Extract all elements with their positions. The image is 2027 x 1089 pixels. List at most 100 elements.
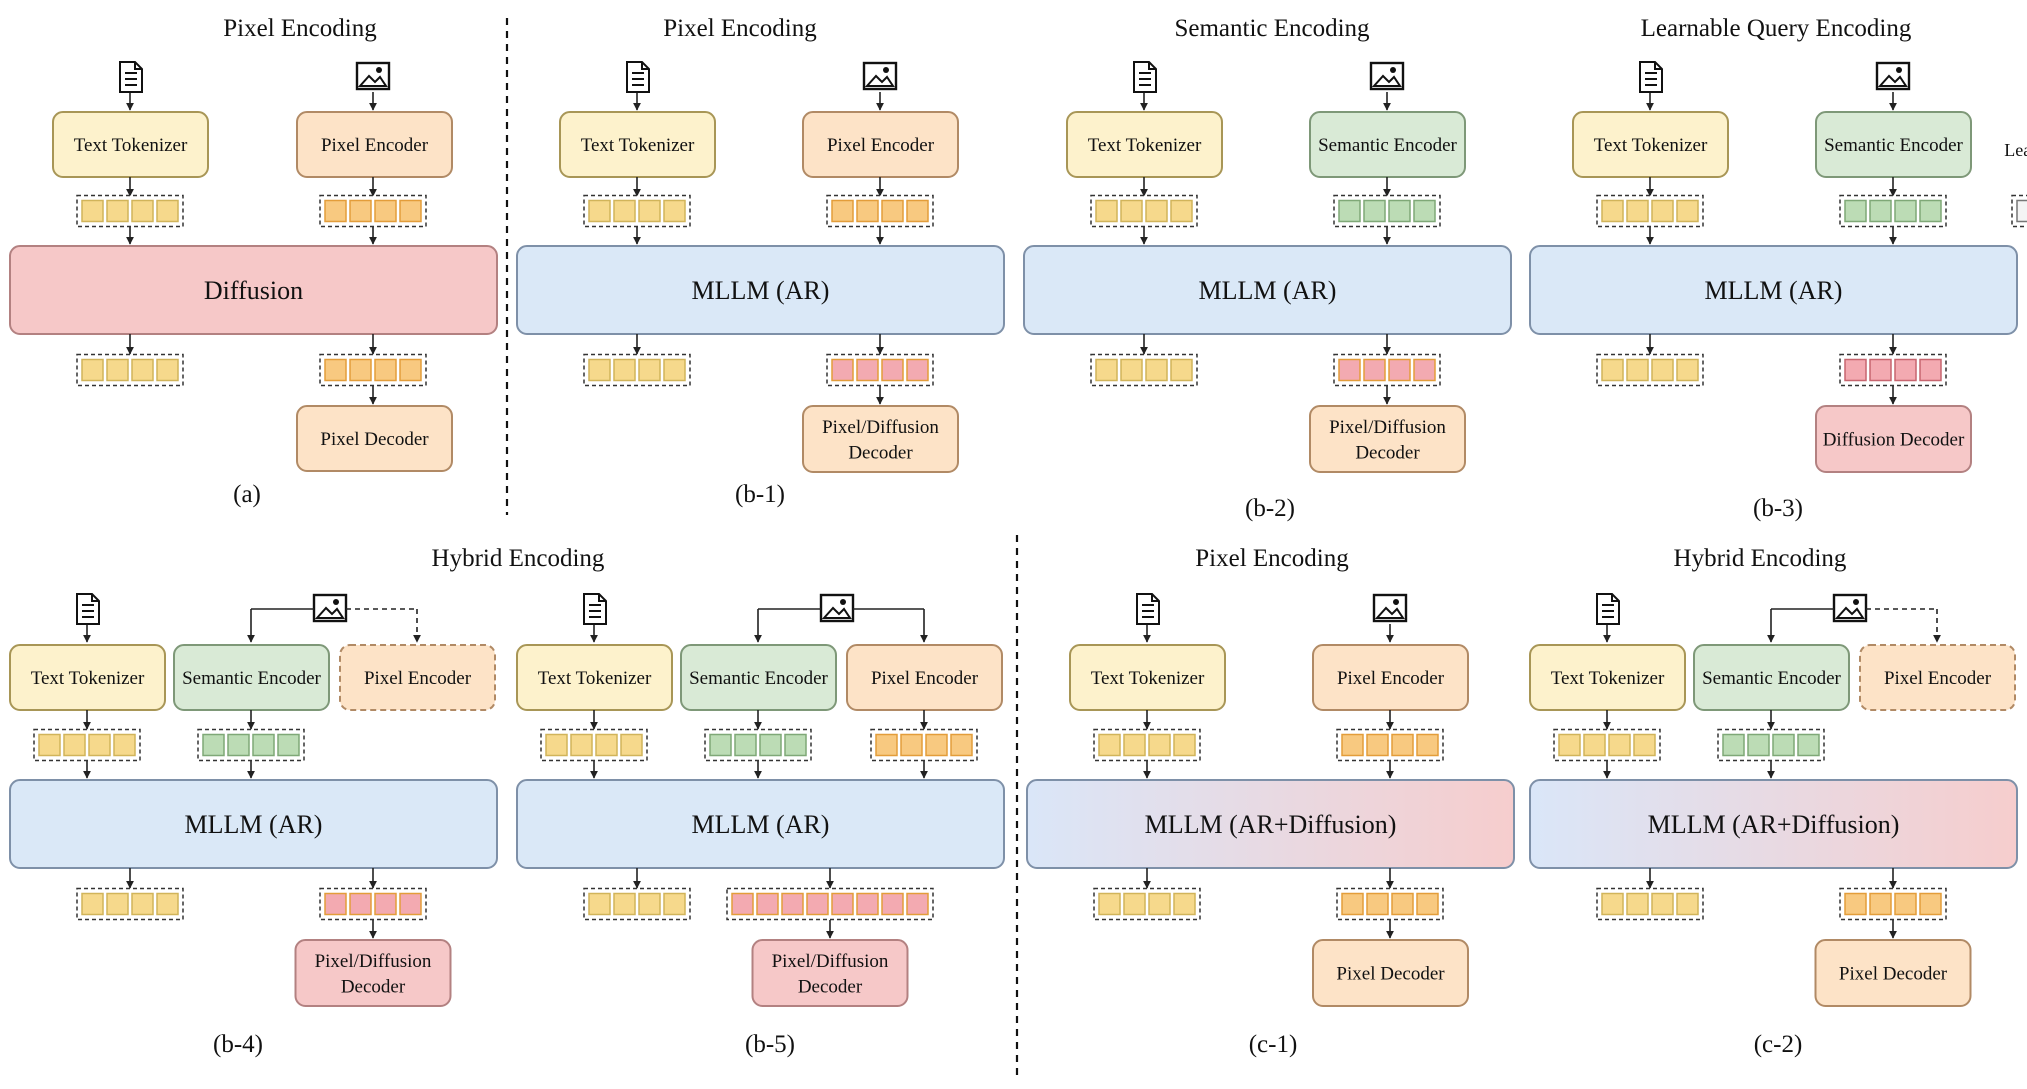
- image-output-tokens-token: [806, 892, 829, 916]
- text-output-tokens: [1596, 353, 1704, 387]
- decoder-block-label: Decoder: [341, 976, 406, 997]
- image-output-tokens-token: [1388, 358, 1411, 382]
- image-output-tokens-token: [831, 358, 854, 382]
- mllm-block-label: MLLM (AR): [692, 276, 830, 305]
- pixel-tokens-token: [950, 733, 973, 757]
- semantic-encoder: Semantic Encoder: [1815, 111, 1972, 178]
- document-icon: [1596, 593, 1620, 625]
- pixel-decoder-shape: [296, 405, 453, 472]
- text-tokens: [1553, 728, 1661, 762]
- decoder-block: Diffusion Decoder: [1815, 405, 1972, 473]
- decoder-block-shape: [802, 405, 959, 473]
- text-tokenizer: Text Tokenizer: [1066, 111, 1223, 178]
- text-tokens-token: [620, 733, 643, 757]
- image-output-tokens-token: [1894, 358, 1917, 382]
- image-output-tokens-token: [881, 892, 904, 916]
- document-icon: [583, 593, 607, 625]
- semantic-tokens-token: [734, 733, 757, 757]
- decoder-block-label: Decoder: [798, 976, 863, 997]
- pixel-encoder-label: Pixel Encoder: [321, 135, 429, 156]
- pixel-output-tokens-token: [1391, 892, 1414, 916]
- mllm-block-label: MLLM (AR): [185, 810, 323, 839]
- image-output-tokens-token: [906, 892, 929, 916]
- text-output-tokens-token: [613, 358, 636, 382]
- text-output-tokens-token: [638, 358, 661, 382]
- image-icon: [355, 61, 391, 91]
- title-c1: Pixel Encoding: [1195, 545, 1349, 572]
- image-output-tokens-token: [1844, 358, 1867, 382]
- caption-b1: (b-1): [735, 481, 785, 508]
- decoder-block-label: Pixel Decoder: [1839, 964, 1948, 985]
- semantic-encoder-label: Semantic Encoder: [1824, 135, 1963, 156]
- text-tokens-token: [663, 199, 686, 223]
- image-tokens-token: [1363, 199, 1386, 223]
- text-output-tokens-token: [1170, 358, 1193, 382]
- text-output-tokens-token: [1601, 892, 1624, 916]
- pixel-encoder: Pixel Encoder: [1312, 644, 1469, 711]
- mllm-block: MLLM (AR): [1529, 245, 2018, 335]
- image-icon: [862, 61, 898, 91]
- pixel-tokens: [319, 194, 427, 228]
- pixel-output-tokens-token: [1416, 892, 1439, 916]
- caption-b5: (b-5): [745, 1031, 795, 1058]
- text-tokenizer: Text Tokenizer: [9, 644, 166, 711]
- semantic-encoder: Semantic Encoder: [173, 644, 330, 711]
- text-tokens-token: [106, 199, 129, 223]
- mllm-block-label: MLLM (AR): [1705, 276, 1843, 305]
- semantic-tokens-token: [1797, 733, 1820, 757]
- image-output-tokens: [1839, 887, 1947, 921]
- image-tokens: [1333, 194, 1441, 228]
- image-icon: [1369, 61, 1405, 91]
- pixel-output-tokens-token: [399, 358, 422, 382]
- text-tokens: [1090, 194, 1198, 228]
- mllm-block-shape: [516, 245, 1005, 335]
- decoder-block-label: Pixel/Diffusion: [315, 951, 432, 972]
- document-icon: [626, 61, 650, 93]
- pixel-output-tokens-token: [324, 358, 347, 382]
- text-output-tokens-token: [1173, 892, 1196, 916]
- title-b45: Hybrid Encoding: [432, 545, 605, 572]
- pixel-encoder: Pixel Encoder: [846, 644, 1003, 711]
- mllm-block-shape: [516, 779, 1005, 869]
- text-output-tokens-token: [81, 358, 104, 382]
- text-tokenizer-label: Text Tokenizer: [74, 135, 188, 156]
- image-output-tokens-token: [856, 358, 879, 382]
- image-output-tokens-token: [1869, 892, 1892, 916]
- image-tokens-token: [1338, 199, 1361, 223]
- text-output-tokens: [76, 887, 184, 921]
- pixel-encoder-label: Pixel Encoder: [827, 135, 935, 156]
- image-output-tokens: [1839, 353, 1947, 387]
- image-output-tokens-token: [1919, 892, 1942, 916]
- image-output-tokens: [726, 887, 934, 921]
- semantic-encoder: Semantic Encoder: [1693, 644, 1850, 711]
- pixel-encoder-label: Pixel Encoder: [1884, 668, 1992, 689]
- diffusion-block: Diffusion: [9, 245, 498, 335]
- semantic-tokens-token: [784, 733, 807, 757]
- text-tokens-token: [131, 199, 154, 223]
- document-icon: [1136, 593, 1160, 625]
- image-icon: [1875, 61, 1911, 91]
- text-tokens-token: [613, 199, 636, 223]
- text-tokens-token: [638, 199, 661, 223]
- text-tokenizer: Text Tokenizer: [52, 111, 209, 178]
- pixel-decoder: Pixel Decoder: [296, 405, 453, 472]
- text-tokens: [33, 728, 141, 762]
- mllm-block-shape: [9, 779, 498, 869]
- pixel-tokens-token: [1391, 733, 1414, 757]
- mllm-block: MLLM (AR): [516, 779, 1005, 869]
- image-output-tokens-token: [1338, 358, 1361, 382]
- text-tokens-token: [1148, 733, 1171, 757]
- image-output-tokens-token: [1363, 358, 1386, 382]
- mllm-block: MLLM (AR): [1023, 245, 1512, 335]
- semantic-encoder-label: Semantic Encoder: [1702, 668, 1841, 689]
- pixel-output-tokens-token: [349, 358, 372, 382]
- text-tokens-token: [595, 733, 618, 757]
- semantic-tokens: [704, 728, 812, 762]
- pixel-tokens-token: [875, 733, 898, 757]
- pixel-tokens-token: [1416, 733, 1439, 757]
- pixel-tokens-token: [1341, 733, 1364, 757]
- decoder-block-shape: [751, 939, 909, 1007]
